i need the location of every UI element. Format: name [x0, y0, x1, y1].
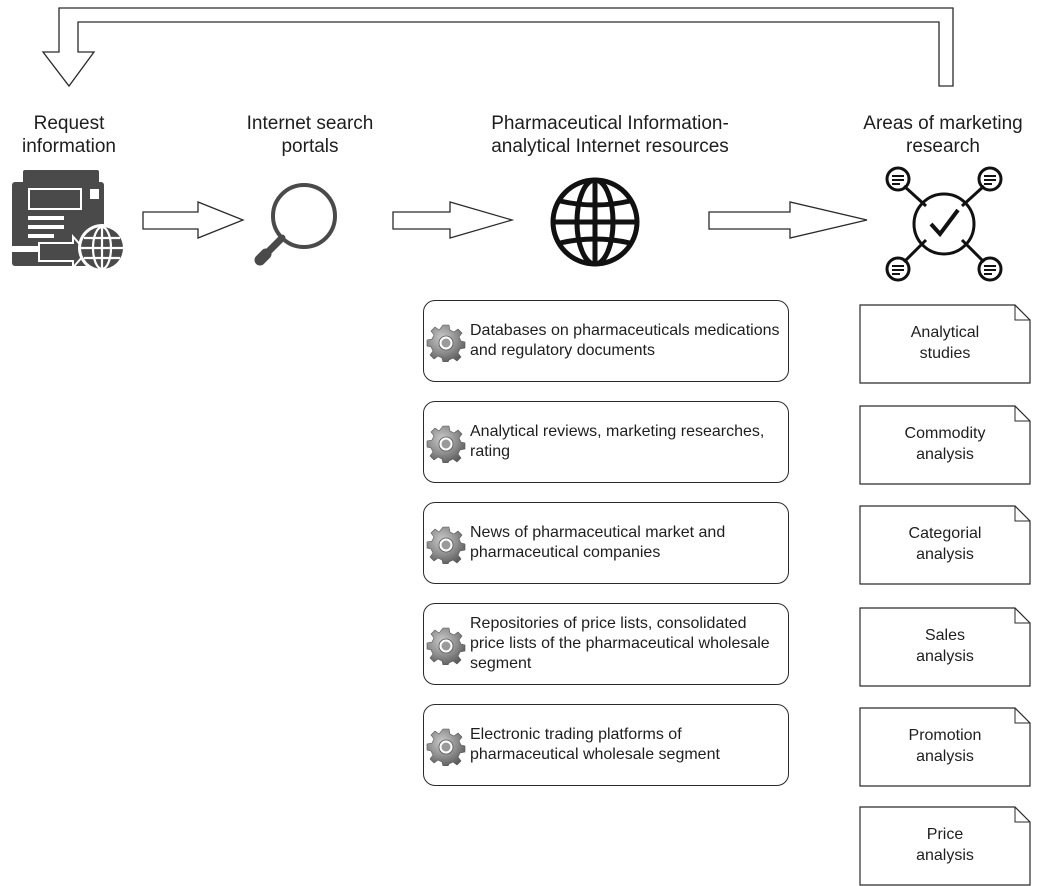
resource-label: Databases on pharmaceuticals medications… [470, 322, 780, 359]
gear-icon [426, 625, 466, 665]
area-box-categorial-analysis: Categorial analysis [859, 505, 1031, 585]
arrow-portals-to-resources [392, 201, 515, 239]
area-label: Categorial analysis [908, 525, 982, 563]
mail-globe-icon [12, 170, 126, 272]
gear-icon [426, 524, 466, 564]
area-box-sales-analysis: Sales analysis [859, 607, 1031, 687]
resource-label: Electronic trading platforms of pharmace… [470, 726, 720, 763]
resource-box-news: News of pharmaceutical market and pharma… [423, 502, 789, 584]
resource-box-databases: Databases on pharmaceuticals medications… [423, 300, 789, 382]
resource-label: Analytical reviews, marketing researches… [470, 423, 765, 460]
resource-label: Repositories of price lists, consolidate… [470, 615, 770, 672]
header-areas-marketing: Areas of marketing research [863, 113, 1023, 157]
area-box-price-analysis: Price analysis [859, 806, 1031, 886]
gear-icon [426, 726, 466, 766]
gear-icon [426, 322, 466, 362]
resource-box-price-repositories: Repositories of price lists, consolidate… [423, 603, 789, 685]
arrow-resources-to-areas [708, 201, 868, 239]
area-label: Promotion analysis [908, 727, 982, 765]
document-shape [859, 405, 1031, 485]
area-box-analytical-studies: Analytical studies [859, 304, 1031, 384]
area-box-promotion-analysis: Promotion analysis [859, 707, 1031, 787]
area-box-commodity-analysis: Commodity analysis [859, 405, 1031, 485]
header-internet-search-portals: Internet search portals [246, 113, 374, 157]
area-label: Price analysis [916, 826, 974, 864]
gear-icon [426, 423, 466, 463]
resource-box-analytical-reviews: Analytical reviews, marketing researches… [423, 401, 789, 483]
magnifier-icon [254, 183, 337, 266]
document-shape [859, 607, 1031, 687]
area-label: Commodity analysis [904, 425, 986, 463]
document-shape [859, 304, 1031, 384]
header-request-information: Request information [22, 113, 116, 157]
network-check-icon [885, 166, 1003, 282]
area-label: Sales analysis [916, 627, 974, 665]
document-shape [859, 806, 1031, 886]
header-pharma-resources: Pharmaceutical Information- analytical I… [491, 113, 729, 157]
globe-icon [550, 177, 640, 267]
resource-box-trading-platforms: Electronic trading platforms of pharmace… [423, 704, 789, 786]
arrow-request-to-portals [142, 201, 245, 239]
document-shape [859, 505, 1031, 585]
document-shape [859, 707, 1031, 787]
resource-label: News of pharmaceutical market and pharma… [470, 524, 726, 561]
area-label: Analytical studies [910, 324, 980, 362]
feedback-loop-arrow [41, 7, 954, 88]
